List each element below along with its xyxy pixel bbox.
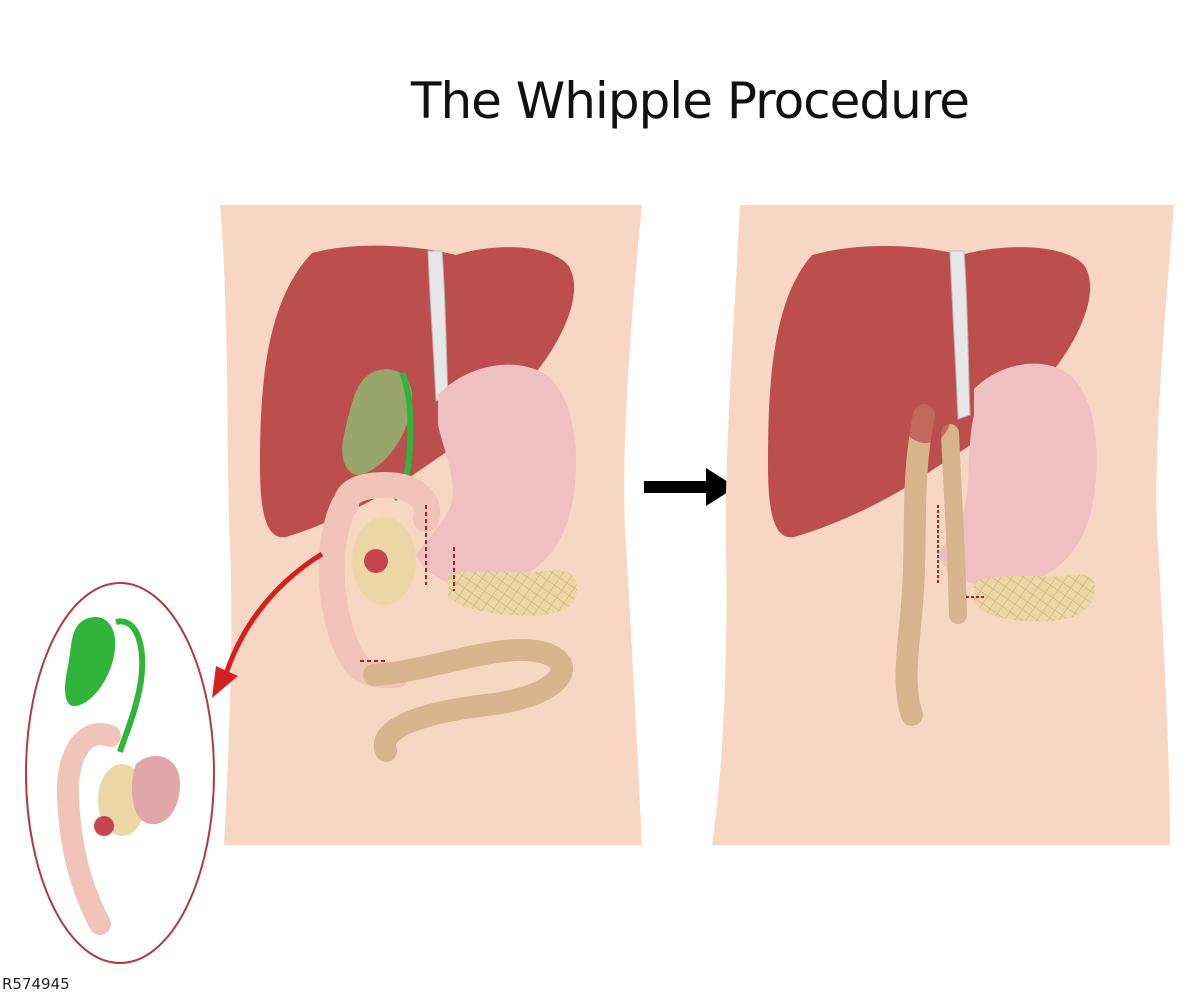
liver xyxy=(768,245,1091,538)
duodenum xyxy=(56,723,121,935)
tumor xyxy=(364,549,388,573)
pancreas xyxy=(974,574,1096,622)
curved-arrow-icon xyxy=(212,551,324,698)
stomach xyxy=(416,364,577,588)
bile-duct-loop xyxy=(941,424,967,624)
gallbladder xyxy=(342,369,413,475)
gallbladder xyxy=(65,617,116,707)
small-intestine xyxy=(363,638,573,762)
tumor xyxy=(94,816,114,836)
before-anatomy-panel xyxy=(220,205,642,845)
stomach xyxy=(938,363,1097,588)
pancreas xyxy=(448,570,578,616)
resected-tissue-detail xyxy=(25,582,215,964)
stomach-segment xyxy=(131,755,180,825)
cut-line xyxy=(360,505,455,662)
liver xyxy=(260,245,575,538)
anastomosis-line xyxy=(937,505,984,598)
jejunum xyxy=(895,404,935,726)
image-code: R574945 xyxy=(2,975,70,993)
diagram-title: The Whipple Procedure xyxy=(410,72,970,130)
after-anatomy-panel xyxy=(712,205,1174,845)
right-arrow-icon xyxy=(644,468,736,506)
